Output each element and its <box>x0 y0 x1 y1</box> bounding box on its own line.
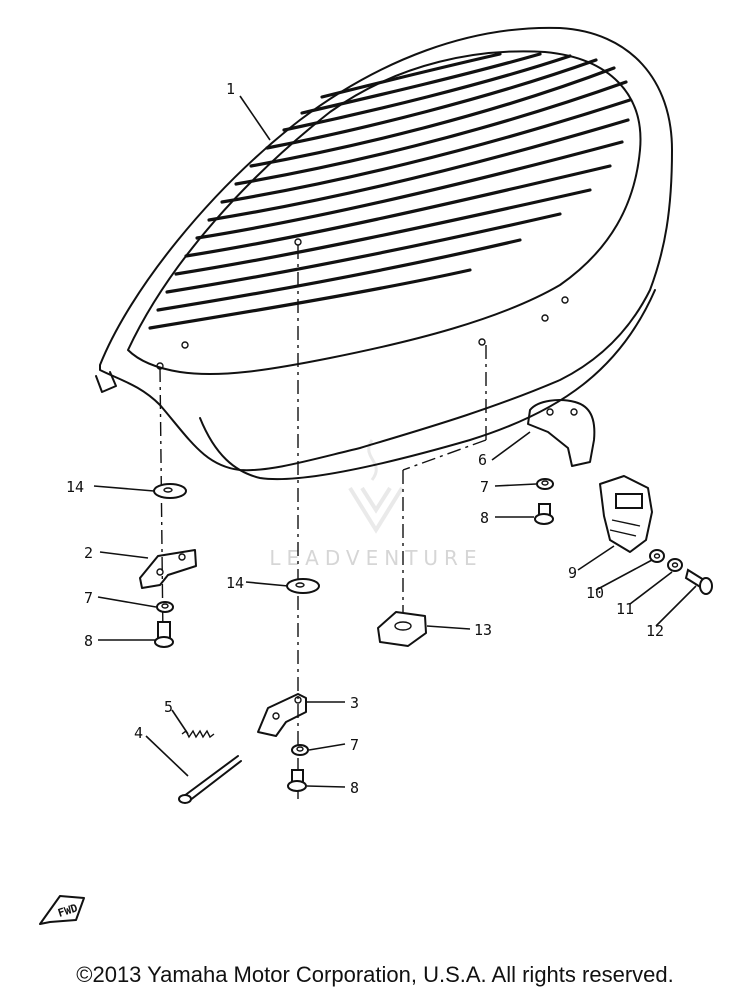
callout-9: 9 <box>568 564 577 582</box>
callout-4: 4 <box>134 724 143 742</box>
bolt-part-8-right[interactable] <box>534 503 554 525</box>
watermark: LEADVENTURE <box>269 439 482 570</box>
watermark-text: LEADVENTURE <box>269 546 482 570</box>
hinge-pin-part-4[interactable] <box>178 755 242 804</box>
callout-6: 6 <box>478 451 487 469</box>
callout-7-right: 7 <box>480 478 489 496</box>
seat-bracket-part-3[interactable] <box>257 693 307 737</box>
watermark-logo-icon <box>348 439 404 534</box>
bolt-part-12[interactable] <box>684 568 713 595</box>
callout-10: 10 <box>586 584 604 602</box>
callout-7-left: 7 <box>84 589 93 607</box>
copyright-notice: ©2013 Yamaha Motor Corporation, U.S.A. A… <box>76 962 674 987</box>
bolt-part-8-center[interactable] <box>287 769 307 792</box>
callout-5: 5 <box>164 698 173 716</box>
callout-8-center: 8 <box>350 779 359 797</box>
callout-14-center: 14 <box>226 574 244 592</box>
callout-14-left: 14 <box>66 478 84 496</box>
rubber-washer-part-center[interactable] <box>286 578 320 594</box>
washer-part-10[interactable] <box>649 549 665 563</box>
callout-3: 3 <box>350 694 359 712</box>
rubber-washer-part-left[interactable] <box>153 483 187 499</box>
bolt-part-8-left[interactable] <box>154 621 174 648</box>
washer-part-7-left[interactable] <box>156 601 174 613</box>
callout-8-left: 8 <box>84 632 93 650</box>
assembly-lines <box>159 245 487 800</box>
callout-2: 2 <box>84 544 93 562</box>
fwd-label: FWD <box>56 901 79 920</box>
callout-7-center: 7 <box>350 736 359 754</box>
callout-11: 11 <box>616 600 634 618</box>
washer-part-7-right[interactable] <box>536 478 554 490</box>
callout-13: 13 <box>474 621 492 639</box>
callout-12: 12 <box>646 622 664 640</box>
callout-8-right: 8 <box>480 509 489 527</box>
callout-1: 1 <box>226 80 235 98</box>
seat-bracket-part-2[interactable] <box>139 549 197 589</box>
forward-direction-arrow-icon: FWD <box>39 895 85 925</box>
damper-pad-part-13[interactable] <box>377 611 427 647</box>
washer-part-11[interactable] <box>667 558 683 572</box>
washer-part-7-center[interactable] <box>291 744 309 756</box>
callout-numbers: 1 14 2 7 8 14 3 7 8 4 5 13 6 7 8 9 10 11… <box>66 80 664 797</box>
seat-hook-part-6[interactable] <box>527 399 596 467</box>
leader-lines <box>93 95 697 788</box>
seat-part[interactable] <box>95 26 673 481</box>
seat-lock-part-9[interactable] <box>599 475 653 553</box>
